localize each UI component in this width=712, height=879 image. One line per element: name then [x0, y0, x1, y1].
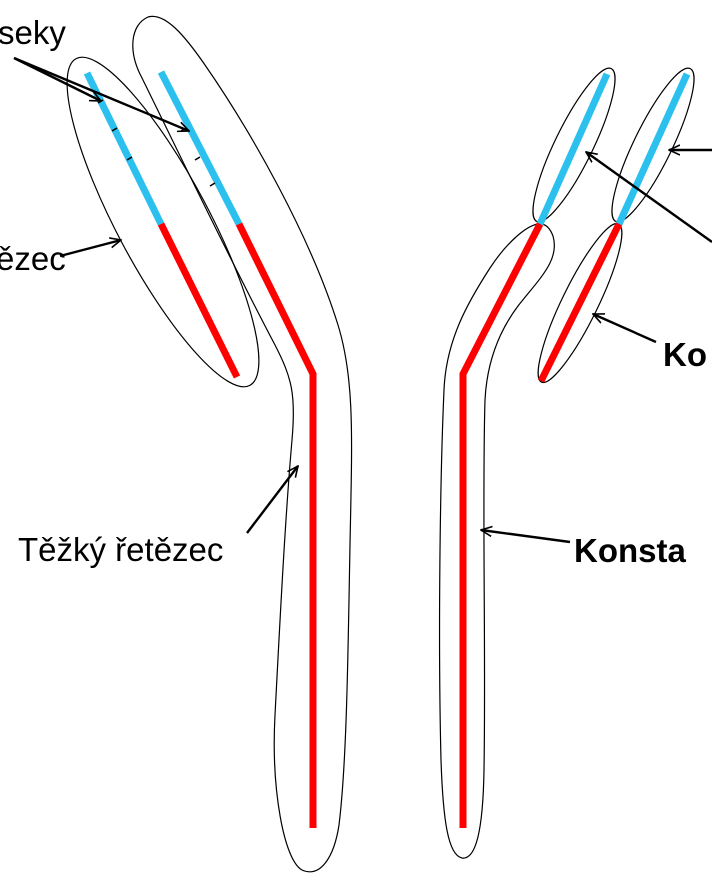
arrow-to-constant-light — [593, 314, 656, 342]
light-chain-variable-segment — [87, 73, 161, 224]
arrow-to-heavy-chain — [247, 466, 298, 533]
label-heavy-chain: Těžký řetězec — [18, 531, 223, 568]
arrow-to-constant-heavy — [481, 530, 570, 542]
arrow-to-light-chain — [60, 240, 121, 256]
label-constant-heavy: Konsta — [574, 532, 686, 569]
heavy-chain-outline — [133, 16, 352, 871]
right-variable-segment-1 — [540, 74, 607, 224]
constant-heavy-outline — [440, 224, 555, 858]
arrow-to-heavy-chain-cdr — [14, 58, 189, 131]
heavy-chain-constant-segment — [239, 224, 313, 828]
label-constant-light: Ko — [663, 336, 707, 373]
right-constant-heavy-segment — [463, 224, 540, 828]
label-hypervariable-segments: seky — [0, 14, 66, 51]
right-constant-light-segment — [541, 224, 619, 381]
label-light-chain: ězec — [0, 240, 66, 277]
